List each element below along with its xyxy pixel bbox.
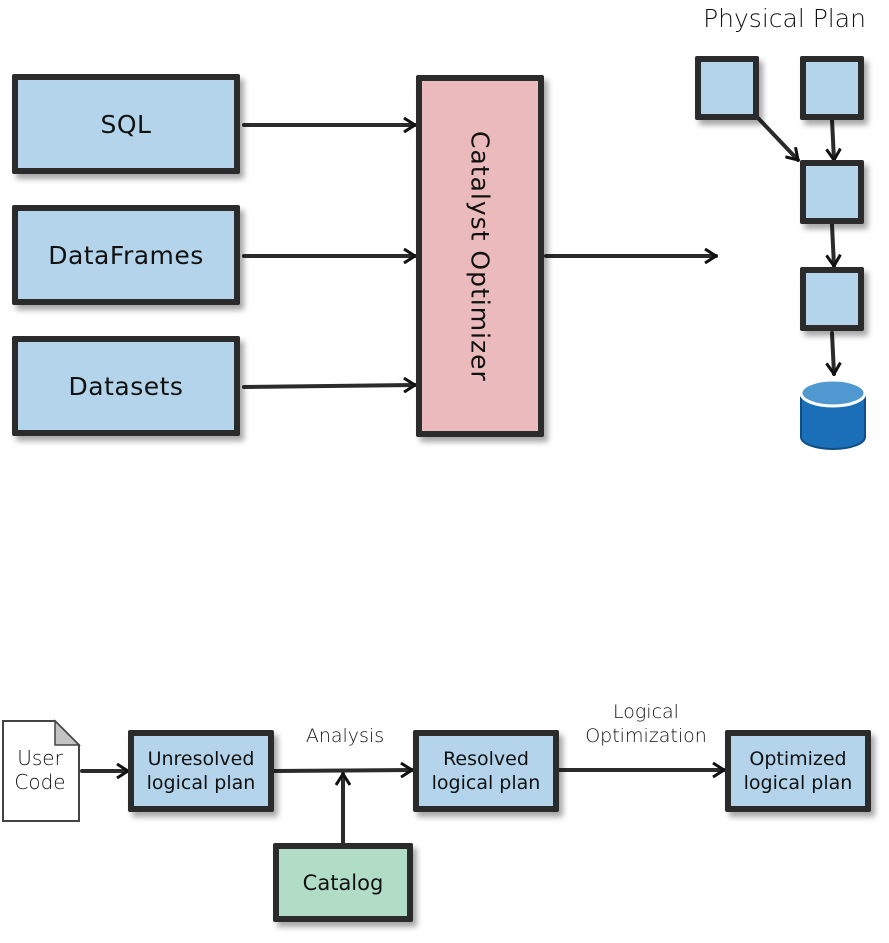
optimized-logical-plan-box: Optimized logical plan xyxy=(725,730,871,812)
physical-plan-node xyxy=(800,56,864,120)
resolved-logical-plan-box: Resolved logical plan xyxy=(413,730,559,812)
unresolved-line1: Unresolved xyxy=(147,748,255,770)
arrow-unresolved-to-resolved xyxy=(272,770,412,771)
catalog-label: Catalog xyxy=(302,870,384,895)
resolved-line2: logical plan xyxy=(431,772,541,794)
arrow-datasets-to-optimizer xyxy=(242,385,415,387)
arrow-phys-node4-to-db xyxy=(832,331,834,374)
unresolved-line2: logical plan xyxy=(146,772,256,794)
arrow-phys-node3-to-node4 xyxy=(832,223,834,266)
logical-optimization-line2: Optimization xyxy=(585,725,707,747)
catalog-box: Catalog xyxy=(273,843,413,922)
unresolved-logical-plan-box: Unresolved logical plan xyxy=(128,730,274,812)
user-code-label: User Code xyxy=(1,746,79,794)
analysis-label: Analysis xyxy=(305,725,385,747)
optimized-line1: Optimized xyxy=(749,748,847,770)
logical-optimization-label: Logical Optimization xyxy=(568,700,724,748)
arrow-phys-node2-to-node3 xyxy=(832,118,834,160)
datasets-box: Datasets xyxy=(12,336,240,436)
dataframes-box: DataFrames xyxy=(12,205,240,305)
logical-optimization-line1: Logical xyxy=(613,701,679,723)
dataframes-label: DataFrames xyxy=(48,240,204,270)
catalyst-optimizer-label: Catalyst Optimizer xyxy=(465,130,495,382)
sql-label: SQL xyxy=(100,109,152,139)
datasets-label: Datasets xyxy=(68,371,184,401)
catalyst-optimizer-box: Catalyst Optimizer xyxy=(416,75,544,437)
physical-plan-node xyxy=(800,267,864,331)
resolved-line1: Resolved xyxy=(443,748,529,770)
arrow-phys-node1-to-node3 xyxy=(756,116,800,160)
physical-plan-title: Physical Plan xyxy=(703,4,866,33)
physical-plan-node xyxy=(800,160,864,224)
optimized-line2: logical plan xyxy=(743,772,853,794)
user-code-document-icon xyxy=(2,719,81,822)
user-code-line2: Code xyxy=(14,770,66,794)
user-code-line1: User xyxy=(17,746,63,770)
sql-box: SQL xyxy=(12,74,240,174)
database-icon xyxy=(799,378,867,450)
physical-plan-node xyxy=(695,56,759,120)
